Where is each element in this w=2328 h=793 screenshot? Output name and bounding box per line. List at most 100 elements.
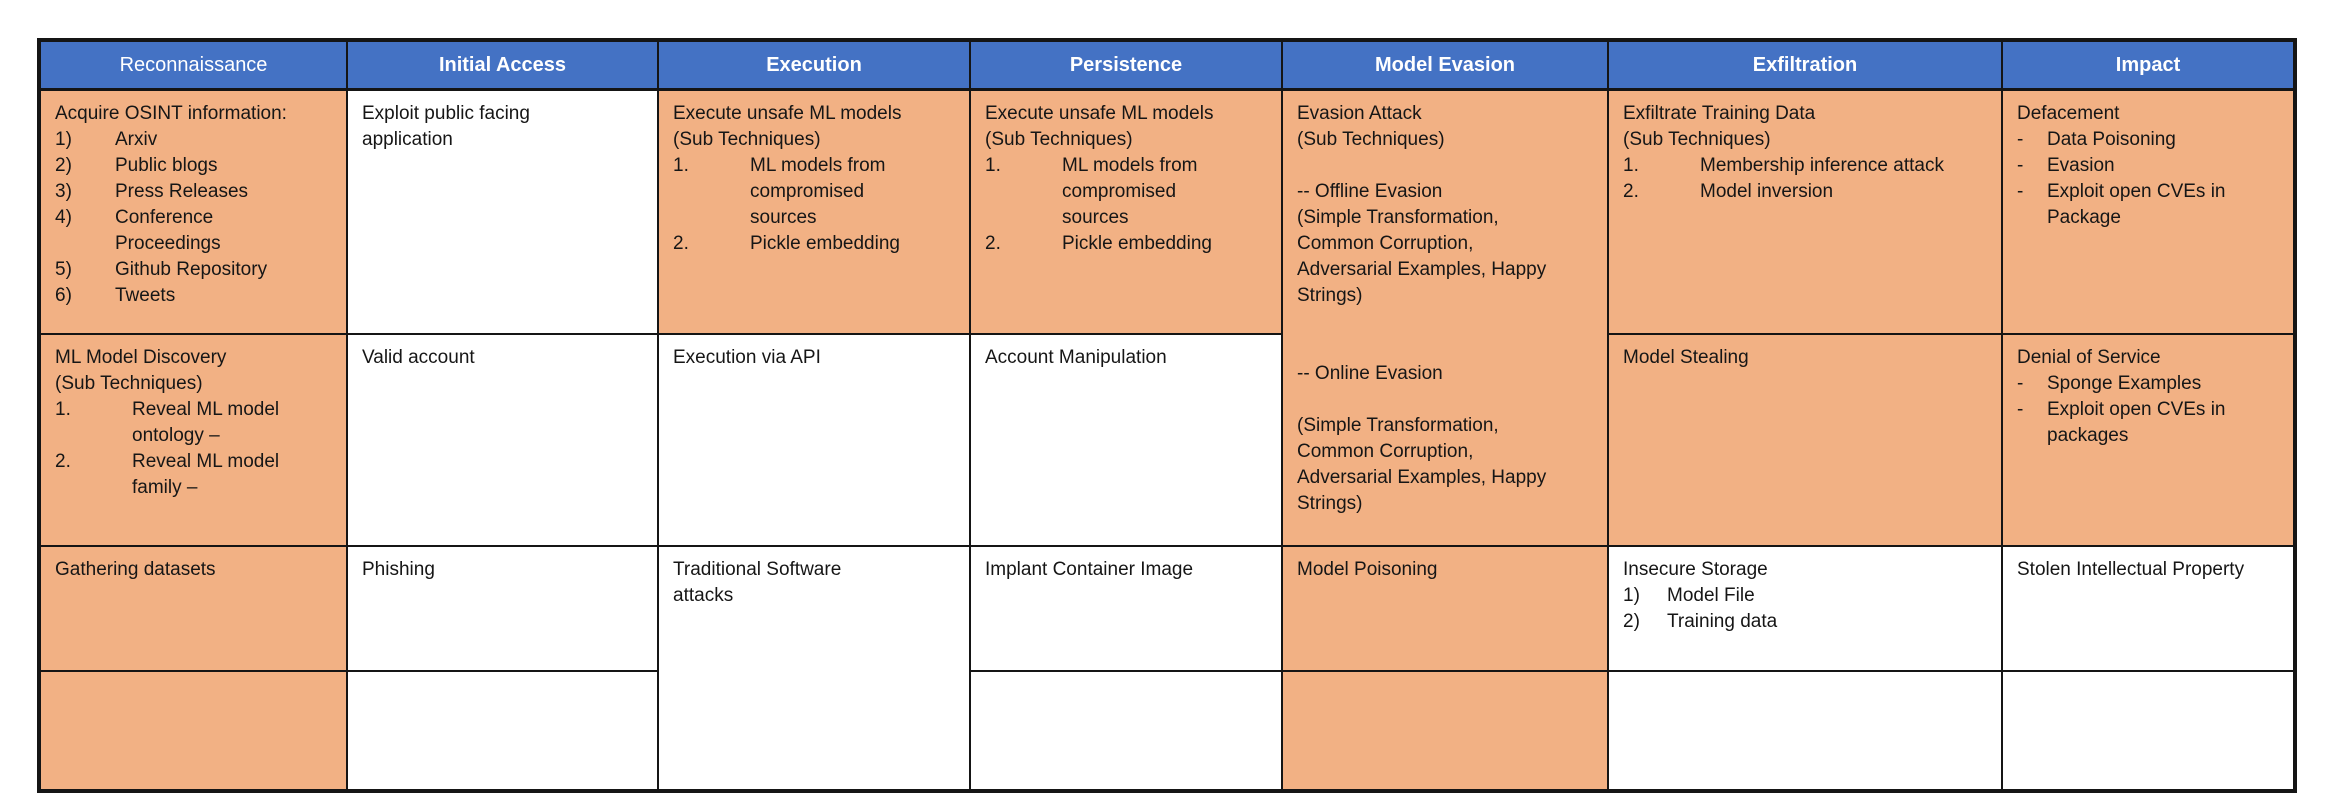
cell-title: Model Stealing: [1623, 346, 1749, 368]
list-item: 1.ML models from compromised sources: [673, 153, 957, 231]
list-marker: 2.: [985, 233, 1001, 254]
list-marker: 5): [55, 259, 72, 280]
list-marker: -: [2017, 155, 2024, 176]
list-marker: 1.: [985, 155, 1001, 176]
header-impact: Impact: [2001, 39, 2296, 91]
cell-impact-row4-clipped: [2001, 669, 2296, 792]
list-marker: -: [2017, 181, 2024, 202]
list-text: Model File: [1667, 584, 1755, 606]
list-item: 2) Public blogs: [55, 153, 334, 179]
cell-persistence-account-manipulation: Account Manipulation: [969, 332, 1283, 547]
cell-impact-denial-of-service: Denial of Service - Sponge Examples -Expl…: [2001, 332, 2296, 547]
cell-execution-unsafe-ml-models: Execute unsafe ML models (Sub Techniques…: [657, 88, 971, 335]
header-exfiltration: Exfiltration: [1607, 39, 2003, 91]
list-text: Data Poisoning: [2047, 129, 2176, 150]
matrix-row-2: ML Model Discovery (Sub Techniques) 1.Re…: [38, 332, 2296, 547]
cell-exfiltration-exfiltrate-training-data: Exfiltrate Training Data (Sub Techniques…: [1607, 88, 2003, 335]
cell-initial-access-valid-account: Valid account: [346, 332, 659, 547]
cell-title: Valid account: [362, 346, 475, 368]
list-text: Evasion: [2047, 155, 2115, 176]
list-text: Sponge Examples: [2047, 372, 2202, 394]
matrix-row-3: Gathering datasets Phishing Traditional …: [38, 544, 2296, 792]
list-text: Training data: [1667, 610, 1778, 632]
list-marker: 2): [55, 155, 72, 176]
cell-persistence-implant-container-image: Implant Container Image: [969, 544, 1283, 672]
list-marker: 6): [55, 285, 72, 306]
list-text: Press Releases: [115, 181, 249, 202]
cell-initial-access-phishing: Phishing: [346, 544, 659, 672]
list-item: - Evasion: [2017, 153, 2281, 179]
list-item: - Exploit open CVEs in Package: [2017, 179, 2281, 231]
list-marker: 4): [55, 207, 72, 228]
cell-exfiltration-model-stealing: Model Stealing: [1607, 332, 2003, 547]
cell-model-evasion-evasion-attack: Evasion Attack (Sub Techniques) -- Offli…: [1281, 88, 1609, 547]
list-text: Reveal ML model family –: [132, 450, 280, 498]
cell-text: Evasion Attack (Sub Techniques) -- Offli…: [1297, 103, 1547, 514]
list-item: 2. Pickle embedding: [985, 231, 1269, 257]
list-marker: 2): [1623, 610, 1640, 632]
list-marker: 3): [55, 181, 72, 202]
cell-impact-defacement: Defacement - Data Poisoning - Evasion - Exp…: [2001, 88, 2296, 335]
matrix-header-row: Reconnaissance Initial Access Execution …: [38, 39, 2296, 91]
list-text: Pickle embedding: [1062, 233, 1212, 254]
cell-title: Defacement: [2017, 103, 2120, 124]
list-item: 2.Pickle embedding: [673, 231, 957, 257]
cell-exfiltration-row4-clipped: [1607, 669, 2003, 792]
list-marker: 2.: [1623, 181, 1639, 202]
cell-title: Exfiltrate Training Data (Sub Techniques…: [1623, 103, 1816, 150]
cell-initial-access-row4-clipped: [346, 669, 659, 792]
cell-title: Implant Container Image: [985, 558, 1194, 580]
list-text: Conference Proceedings: [115, 207, 221, 254]
cell-execution-traditional-software-attacks: Traditional Software attacks: [657, 544, 971, 792]
cell-title: Execution via API: [673, 346, 821, 368]
cell-title: Exploit public facing application: [362, 103, 530, 150]
cell-reconnaissance-acquire-osint: Acquire OSINT information: 1) Arxiv 2) Pub…: [38, 88, 348, 335]
list-marker: 1.: [1623, 155, 1639, 176]
cell-title: Traditional Software attacks: [673, 558, 842, 606]
cell-title: Denial of Service: [2017, 346, 2161, 368]
list-text: Exploit open CVEs in Package: [2047, 181, 2226, 228]
list-text: Tweets: [115, 285, 176, 306]
cell-title: Gathering datasets: [55, 558, 216, 580]
list-item: 1) Model File: [1623, 583, 1989, 609]
list-item: 2. Reveal ML model family –: [55, 449, 334, 501]
list-marker: 1.: [55, 398, 71, 420]
list-text: Public blogs: [115, 155, 218, 176]
list-marker: -: [2017, 398, 2024, 420]
matrix-row-1: Acquire OSINT information: 1) Arxiv 2) Pub…: [38, 88, 2296, 547]
header-reconnaissance: Reconnaissance: [38, 39, 348, 91]
list-text: Reveal ML model ontology –: [132, 398, 280, 446]
list-item: 5) Github Repository: [55, 257, 334, 283]
cell-persistence-unsafe-ml-models: Execute unsafe ML models (Sub Techniques…: [969, 88, 1283, 335]
header-execution: Execution: [657, 39, 971, 91]
ml-attack-matrix-table: Reconnaissance Initial Access Execution …: [37, 38, 2297, 793]
list-text: Model inversion: [1700, 181, 1834, 202]
list-text: Arxiv: [115, 129, 158, 150]
list-item: 1. Membership inference attack: [1623, 153, 1989, 179]
list-marker: 2.: [55, 450, 71, 472]
list-marker: 1): [55, 129, 72, 150]
cell-title: Acquire OSINT information:: [55, 103, 287, 124]
slide-canvas: { "colors": { "header_bg": "#4472c4", "h…: [37, 38, 2297, 793]
list-item: 2) Training data: [1623, 609, 1989, 635]
list-item: 6) Tweets: [55, 283, 334, 309]
cell-title: Execute unsafe ML models (Sub Techniques…: [985, 103, 1214, 150]
list-text: Membership inference attack: [1700, 155, 1944, 176]
cell-title: Execute unsafe ML models (Sub Techniques…: [673, 103, 902, 150]
list-text: ML models from compromised sources: [750, 155, 886, 228]
header-persistence: Persistence: [969, 39, 1283, 91]
list-text: Github Repository: [115, 259, 268, 280]
cell-exfiltration-insecure-storage: Insecure Storage 1)Model File 2)Training…: [1607, 544, 2003, 672]
list-text: Pickle embedding: [750, 233, 900, 254]
header-initial-access: Initial Access: [346, 39, 659, 91]
list-item: 2. Model inversion: [1623, 179, 1989, 205]
list-item: 1) Arxiv: [55, 127, 334, 153]
list-item: -Exploit open CVEs in packages: [2017, 397, 2281, 449]
list-item: 4) Conference Proceedings: [55, 205, 334, 257]
cell-model-evasion-model-poisoning: Model Poisoning: [1281, 544, 1609, 672]
cell-execution-via-api: Execution via API: [657, 332, 971, 547]
cell-title: Account Manipulation: [985, 346, 1167, 368]
list-marker: 1): [1623, 584, 1640, 606]
cell-impact-stolen-intellectual-property: Stolen Intellectual Property: [2001, 544, 2296, 672]
cell-title: Phishing: [362, 558, 435, 580]
